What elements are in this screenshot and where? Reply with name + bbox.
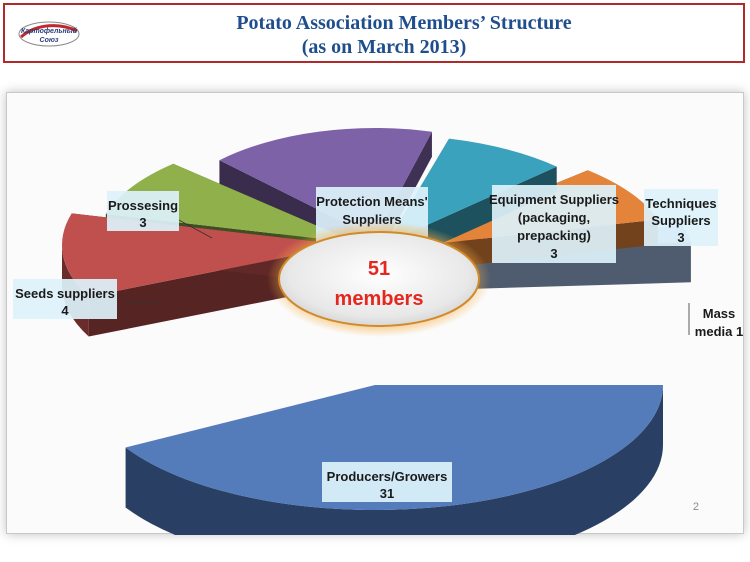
slice-label-text: prepacking) bbox=[517, 228, 591, 243]
chart-panel: Producers/Growers 31 Seeds suppliers 4 Pross… bbox=[6, 92, 744, 535]
slice-label-text: 31 bbox=[380, 486, 394, 501]
title-line-1: Potato Association Members’ Structure bbox=[236, 12, 572, 34]
slice-label-text: 3 bbox=[139, 215, 146, 230]
slice-label-text: Producers/Growers bbox=[327, 469, 448, 484]
center-badge bbox=[278, 231, 480, 327]
slice-label-text: Prossesing bbox=[108, 198, 178, 213]
slice-label-0: Producers/Growers 31 bbox=[322, 462, 452, 502]
slide-header: Картофельный Союз Potato Association Mem… bbox=[3, 3, 745, 63]
page-number: 2 bbox=[692, 501, 699, 513]
slice-label-text: 4 bbox=[61, 303, 69, 318]
slice-label-text: Equipment Suppliers bbox=[489, 192, 619, 207]
slice-label-text: media 1 bbox=[695, 324, 743, 339]
pie-chart: Producers/Growers 31 Seeds suppliers 4 Pross… bbox=[13, 128, 743, 535]
logo-text-2: Союз bbox=[40, 37, 59, 44]
slice-label-6: Mass media 1 bbox=[688, 303, 743, 339]
slice-label-text: Seeds suppliers bbox=[15, 286, 115, 301]
association-logo: Картофельный Союз bbox=[18, 21, 80, 47]
slice-label-4: Equipment Suppliers (packaging, prepacking… bbox=[489, 185, 619, 263]
member-count: 51 bbox=[368, 258, 390, 280]
slice-label-text: Suppliers bbox=[651, 213, 710, 228]
slice-label-text: Protection Means' bbox=[316, 194, 427, 209]
slice-label-text: 3 bbox=[550, 246, 557, 261]
slice-label-text: Techniques bbox=[645, 196, 716, 211]
title-line-2: (as on March 2013) bbox=[301, 36, 467, 58]
logo-text-1: Картофельный bbox=[21, 27, 78, 35]
slice-label-text: 3 bbox=[677, 230, 684, 245]
pie-slice-0 bbox=[125, 385, 663, 535]
member-unit: members bbox=[335, 288, 424, 310]
slice-label-text: (packaging, bbox=[518, 210, 590, 225]
slice-label-2: Prossesing 3 bbox=[107, 191, 213, 239]
slice-label-1: Seeds suppliers 4 bbox=[13, 279, 157, 319]
slice-label-text: Mass bbox=[703, 306, 736, 321]
